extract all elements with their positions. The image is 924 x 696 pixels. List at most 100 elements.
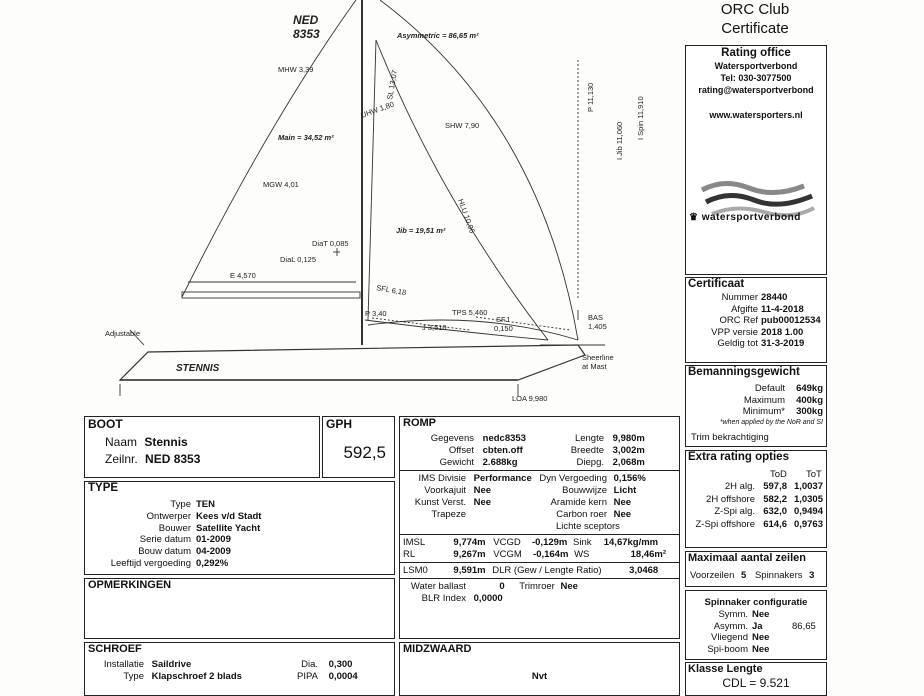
bemanning-value: 300kg [796, 406, 823, 417]
certificaat-label: Nummer [721, 292, 758, 303]
spinnaker-extra: 86,65 [792, 620, 816, 632]
naam-value: Stennis [144, 435, 188, 449]
bemanning-row: Default 649kg [755, 383, 823, 394]
certificate-title-line1: ORC Club [720, 1, 790, 18]
bemanning-label: Maximum [743, 394, 785, 406]
vcgm-value: -0,164m [533, 549, 569, 560]
romp-title: ROMP [403, 417, 436, 429]
ims-label: IMS Divisie [418, 473, 466, 484]
label-j: J 3,510 [422, 323, 447, 332]
lichte-sceptors: Lichte sceptors [556, 521, 620, 532]
ws-value: 18,46m² [630, 549, 667, 560]
certificaat-label: VPP versie [711, 326, 758, 338]
spinnaker-value: Nee [752, 609, 770, 620]
imsl-label: IMSL [403, 537, 426, 548]
vcgd-label: VCGD [493, 537, 521, 548]
label-asymmetric: Asymmetric = 86,65 m² [396, 31, 479, 40]
label-sfl: SFL 6,18 [376, 283, 407, 297]
schroef-title: SCHROEF [88, 643, 142, 655]
type-value: 0,292% [196, 558, 229, 569]
bemanning-label: Minimum* [742, 406, 785, 417]
rating-office-tel: Tel: 030-3077500 [720, 73, 792, 83]
extra-tod: 582,2 [763, 493, 787, 505]
extra-col-tod: ToD [770, 469, 787, 480]
label-bas: BAS [588, 313, 603, 322]
extra-label: Z-Spi offshore [695, 518, 756, 530]
spinnaker-title: Spinnaker configuratie [704, 597, 808, 608]
label-diat: DiaT 0,085 [312, 239, 349, 248]
zeilnr-value: NED 8353 [145, 452, 201, 466]
label-p: P 11,130 [586, 83, 595, 112]
label-shw: SHW 7,90 [445, 121, 479, 130]
pipa-value: 0,0004 [328, 671, 358, 682]
dia-value: 0,300 [328, 659, 353, 670]
lengte-value: 9,980m [612, 433, 645, 444]
bemanning-value: 649kg [796, 383, 823, 394]
label-sl: SL 13,07 [385, 69, 399, 100]
extra-rating-box: Extra rating opties ToD ToT 2H alg.597,8… [685, 450, 827, 548]
sink-label: Sink [573, 537, 592, 548]
vcgd-value: -0,129m [531, 537, 568, 548]
schroef-box: SCHROEF Installatie Saildrive Type Klaps… [84, 642, 395, 696]
certificate-title: ORC Club Certificate [686, 0, 824, 38]
waterballast-value: 0 [499, 581, 505, 592]
extra-label: 2H alg. [724, 481, 755, 492]
pipa-label: PIPA [297, 671, 318, 682]
type-value: TEN [196, 499, 215, 510]
bemanning-row: Maximum 400kg [744, 395, 823, 406]
spinnaker-value: Nee [752, 632, 770, 643]
carbon-value: Nee [613, 509, 632, 520]
type-title: TYPE [88, 482, 119, 494]
type-row: Leeftijd vergoeding 0,292% [85, 558, 229, 569]
bemanning-value: 400kg [796, 394, 823, 406]
spinnaker-label: Symm. [718, 609, 748, 620]
gewicht-label: Gewicht [439, 457, 474, 468]
zeilen-title: Maximaal aantal zeilen [688, 552, 806, 564]
label-jib: Jib = 19,51 m² [396, 226, 446, 235]
label-bas-val: 1,405 [588, 322, 607, 331]
zeilen-box: Maximaal aantal zeilen Voorzeilen 5 Spin… [685, 551, 827, 587]
certificaat-value: pub00012534 [761, 315, 821, 326]
imsl-value: 9,774m [453, 537, 486, 548]
klasse-box: Klasse Lengte CDL = 9.521 [685, 662, 827, 696]
label-loa: LOA 9,980 [512, 394, 547, 403]
opmerkingen-title: OPMERKINGEN [88, 579, 172, 591]
bemanning-label: Default [754, 383, 785, 394]
romp-box: ROMP Gegevens nedc8353 Offset cbten.off … [399, 416, 680, 639]
rating-office-email: rating@watersportverbond [698, 85, 814, 95]
ws-label: WS [574, 549, 590, 560]
dlr-value: 3,0468 [629, 565, 659, 576]
ims-value: Performance [473, 473, 532, 484]
sail-number-ned: NED [293, 13, 319, 27]
label-ispin: I Spin 11,910 [636, 96, 645, 140]
waterballast-label: Water ballast [410, 581, 466, 592]
certificaat-label: Geldig tot [717, 338, 758, 349]
midzwaard-box: MIDZWAARD Nvt [399, 642, 680, 696]
midzwaard-title: MIDZWAARD [403, 643, 472, 655]
klasse-title: Klasse Lengte [688, 663, 763, 675]
label-adjustable: Adjustable [105, 329, 140, 338]
spinnaker-value: Nee [752, 643, 770, 655]
rating-office-web: www.watersporters.nl [709, 110, 803, 120]
extra-label: Z-Spi alg. [714, 506, 755, 517]
logo-text: watersportverbond [701, 212, 801, 223]
certificaat-value: 2018 1.00 [761, 326, 804, 338]
label-mgw: MGW 4,01 [263, 180, 299, 189]
type-label: Bouwer [158, 522, 191, 534]
voorkajuit-value: Nee [473, 485, 492, 496]
type-label: Leeftijd vergoeding [110, 558, 191, 569]
sail-plan-drawing: NED 8353 Asymmetric = 86,65 m² Main = 34… [105, 0, 645, 403]
aramide-value: Nee [613, 497, 632, 508]
certificaat-title: Certificaat [688, 278, 745, 290]
bemanning-note: *when applied by the NoR and SI [719, 419, 823, 426]
trapeze-label: Trapeze [431, 509, 467, 520]
